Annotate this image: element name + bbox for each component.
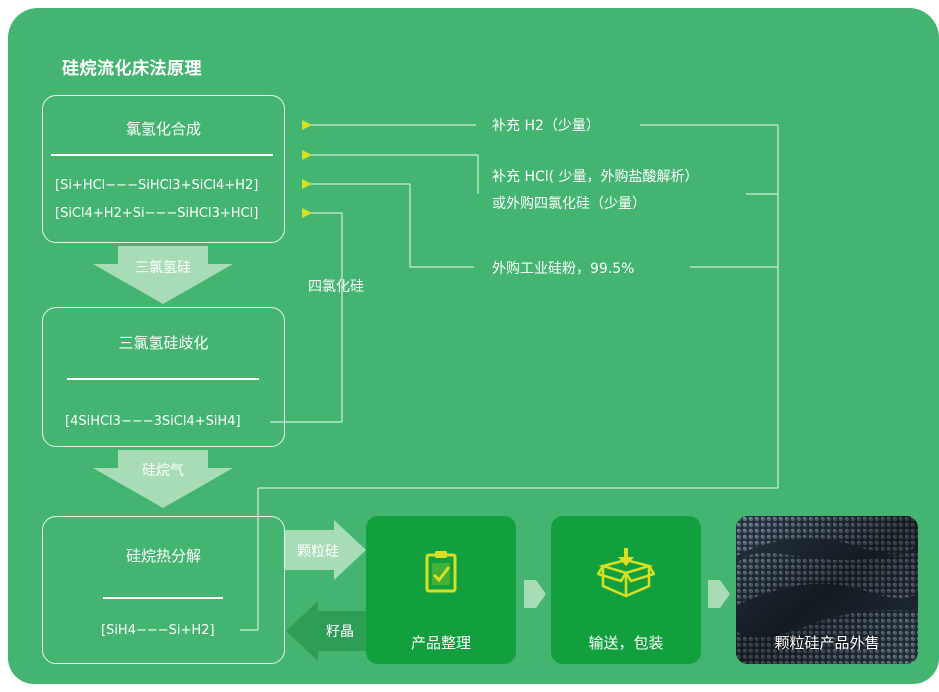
h2-feed-line [302, 120, 779, 488]
silicon-powder-feed-line [302, 179, 778, 268]
packaging-tile: 输送，包装 [551, 516, 701, 664]
tile-chevron-2 [708, 580, 730, 608]
chlorination-box: 氯氢化合成 [Si+HCl−−−SiHCl3+SiCl4+H2] [SiCl4+… [42, 95, 285, 243]
granular-silicon-label: 颗粒硅 [297, 544, 339, 560]
granular-silicon-photo: 颗粒硅产品外售 [736, 516, 918, 664]
hcl-supply-label-1: 补充 HCl( 少量，外购盐酸解析） [492, 169, 699, 185]
pyrolysis-box: 硅烷热分解 [SiH4−−−Si+H2] [42, 516, 285, 664]
h2-recycle-line [240, 487, 778, 631]
trichlorosilane-label: 三氯氢硅 [135, 260, 191, 276]
chlorination-divider [51, 154, 273, 156]
tile-chevron-1 [524, 580, 546, 608]
disproportionation-box: 三氯氢硅歧化 [4SiHCl3−−−3SiCl4+SiH4] [42, 307, 285, 447]
disproportionation-equation: [4SiHCl3−−−3SiCl4+SiH4] [65, 414, 241, 429]
hcl-feed-line [302, 150, 778, 195]
silicon-powder-label: 外购工业硅粉，99.5% [492, 261, 635, 277]
product-sorting-label: 产品整理 [410, 634, 471, 652]
granular-silicon-texture [736, 516, 918, 664]
silane-gas-down-arrow [93, 450, 233, 508]
pyrolysis-equation: [SiH4−−−Si+H2] [101, 623, 215, 638]
granular-silicon-right-arrow [284, 520, 366, 580]
seed-crystal-left-arrow [286, 601, 366, 661]
chlorination-equation-2: [SiCl4+H2+Si−−−SiHCl3+HCl] [55, 206, 259, 221]
chlorination-equation-1: [Si+HCl−−−SiHCl3+SiCl4+H2] [55, 178, 259, 193]
seed-crystal-label: 籽晶 [326, 624, 354, 640]
pyrolysis-divider [103, 597, 223, 599]
disproportionation-divider [67, 378, 259, 380]
chlorination-title: 氯氢化合成 [125, 120, 201, 138]
clipboard-check-icon [425, 551, 457, 593]
trichlorosilane-down-arrow [93, 246, 233, 304]
packaging-label: 输送，包装 [588, 634, 664, 652]
product-sorting-tile: 产品整理 [366, 516, 516, 664]
h2-supply-label: 补充 H2（少量） [492, 118, 600, 134]
diagram-title: 硅烷流化床法原理 [62, 59, 202, 79]
silane-gas-label: 硅烷气 [142, 463, 184, 479]
disproportionation-title: 三氯氢硅歧化 [118, 334, 209, 352]
box-download-icon [597, 548, 655, 598]
pyrolysis-title: 硅烷热分解 [125, 547, 201, 565]
silicon-tetrachloride-label: 四氯化硅 [308, 279, 364, 295]
hcl-supply-label-2: 或外购四氯化硅（少量） [492, 196, 646, 212]
sicl4-return-line [270, 208, 343, 423]
granular-silicon-sales-label: 颗粒硅产品外售 [774, 634, 880, 652]
